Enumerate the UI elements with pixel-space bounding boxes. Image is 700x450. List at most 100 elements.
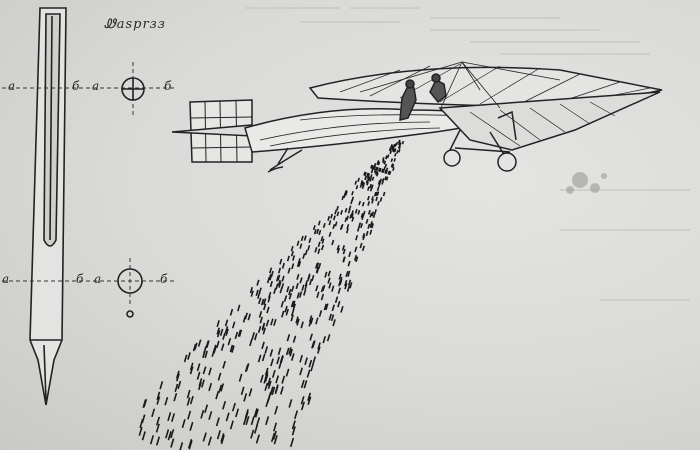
dart-mark [170,429,175,439]
dart-mark [288,399,293,408]
dart-mark [385,167,389,172]
dart-mark [249,338,253,347]
dart-mark [269,267,273,274]
dart-mark [375,171,379,176]
dart-mark [215,390,220,400]
dart-mark [296,292,300,299]
dart-mark [187,410,192,420]
dart-mark [391,163,394,168]
dart-mark [354,246,358,253]
dart-mark [264,382,269,391]
dart-mark [360,223,364,229]
dart-mark [143,398,148,408]
dart-mark [216,430,221,440]
dart-mark [307,396,312,405]
dart-mark [251,332,255,340]
dart-mark [159,381,164,390]
dart-mark [266,394,271,404]
dart-mark [370,164,373,169]
dart-mark [257,325,262,334]
dart-mark [229,308,234,316]
dart-mark [240,386,245,396]
dart-mark [207,436,212,446]
dart-mark [267,380,272,389]
dart-mark [250,416,255,426]
dart-mark [353,254,358,261]
dart-mark [273,318,277,326]
dart-mark [294,410,299,420]
dart-mark [287,267,291,274]
dart-mark [393,158,396,162]
dart-mark [382,157,385,161]
dart-mark [361,215,365,221]
dart-mark [291,426,296,436]
dart-mark [171,413,176,422]
dart-mark [254,333,258,341]
dart-mark [288,347,292,355]
dart-mark [317,220,321,226]
dart-mark [186,397,191,406]
dart-mark [292,303,296,311]
dart-mark [383,160,387,165]
dart-mark [392,148,395,153]
dart-mark [336,211,340,217]
dart-mark [371,196,374,201]
dart-mark [196,371,201,380]
dart-mark [196,363,201,372]
section-label-a-upper: a [8,79,16,93]
dart-mark [289,437,295,448]
dart-mark [381,168,384,173]
dart-mark [281,375,286,384]
dart-mark [392,167,395,172]
dart-mark [332,319,336,327]
dart-mark [139,419,144,429]
dart-mark [270,432,276,443]
dart-mark [299,354,303,363]
dart-mark [312,356,317,365]
dart-mark [344,217,348,223]
dart-mark [367,223,371,229]
dart-mark [355,235,359,241]
dart-mark [327,270,331,277]
dart-mark [376,201,380,206]
dart-mark [186,389,191,399]
dart-mark [379,197,383,202]
dart-mark [281,262,285,269]
dart-mark [258,297,262,305]
dart-mark [331,304,335,312]
dart-mark [280,283,285,290]
dart-mark [256,417,261,427]
dart-mark [234,331,239,340]
dart-mark [320,236,324,242]
dart-mark [371,223,374,229]
dart-mark [279,258,283,265]
dart-mark [273,435,278,445]
dart-mark [373,191,377,197]
dart-mark [155,436,161,446]
dart-mark [290,250,294,257]
dart-mark [300,401,305,411]
dart-mark [211,349,216,357]
dart-mark [274,405,279,415]
dart-mark [317,248,321,255]
dart-mark [308,237,312,244]
dart-mark [278,360,283,369]
dart-mark [270,270,274,277]
dart-mark [215,417,220,427]
dart-mark [367,201,371,206]
dart-mark [378,182,381,187]
dart-mark [313,229,317,235]
dart-mark [238,329,243,337]
dart-mark [187,352,191,360]
dart-mark [354,180,358,185]
dart-mark [250,290,254,297]
dart-mark [258,310,263,318]
dart-mark [359,183,363,188]
dart-mark [269,386,274,395]
dart-mark [183,354,188,363]
dart-mark [224,326,229,334]
dart-mark [371,211,375,217]
dart-mark [296,240,300,247]
dart-mark [301,284,305,291]
dart-mark [394,152,397,157]
